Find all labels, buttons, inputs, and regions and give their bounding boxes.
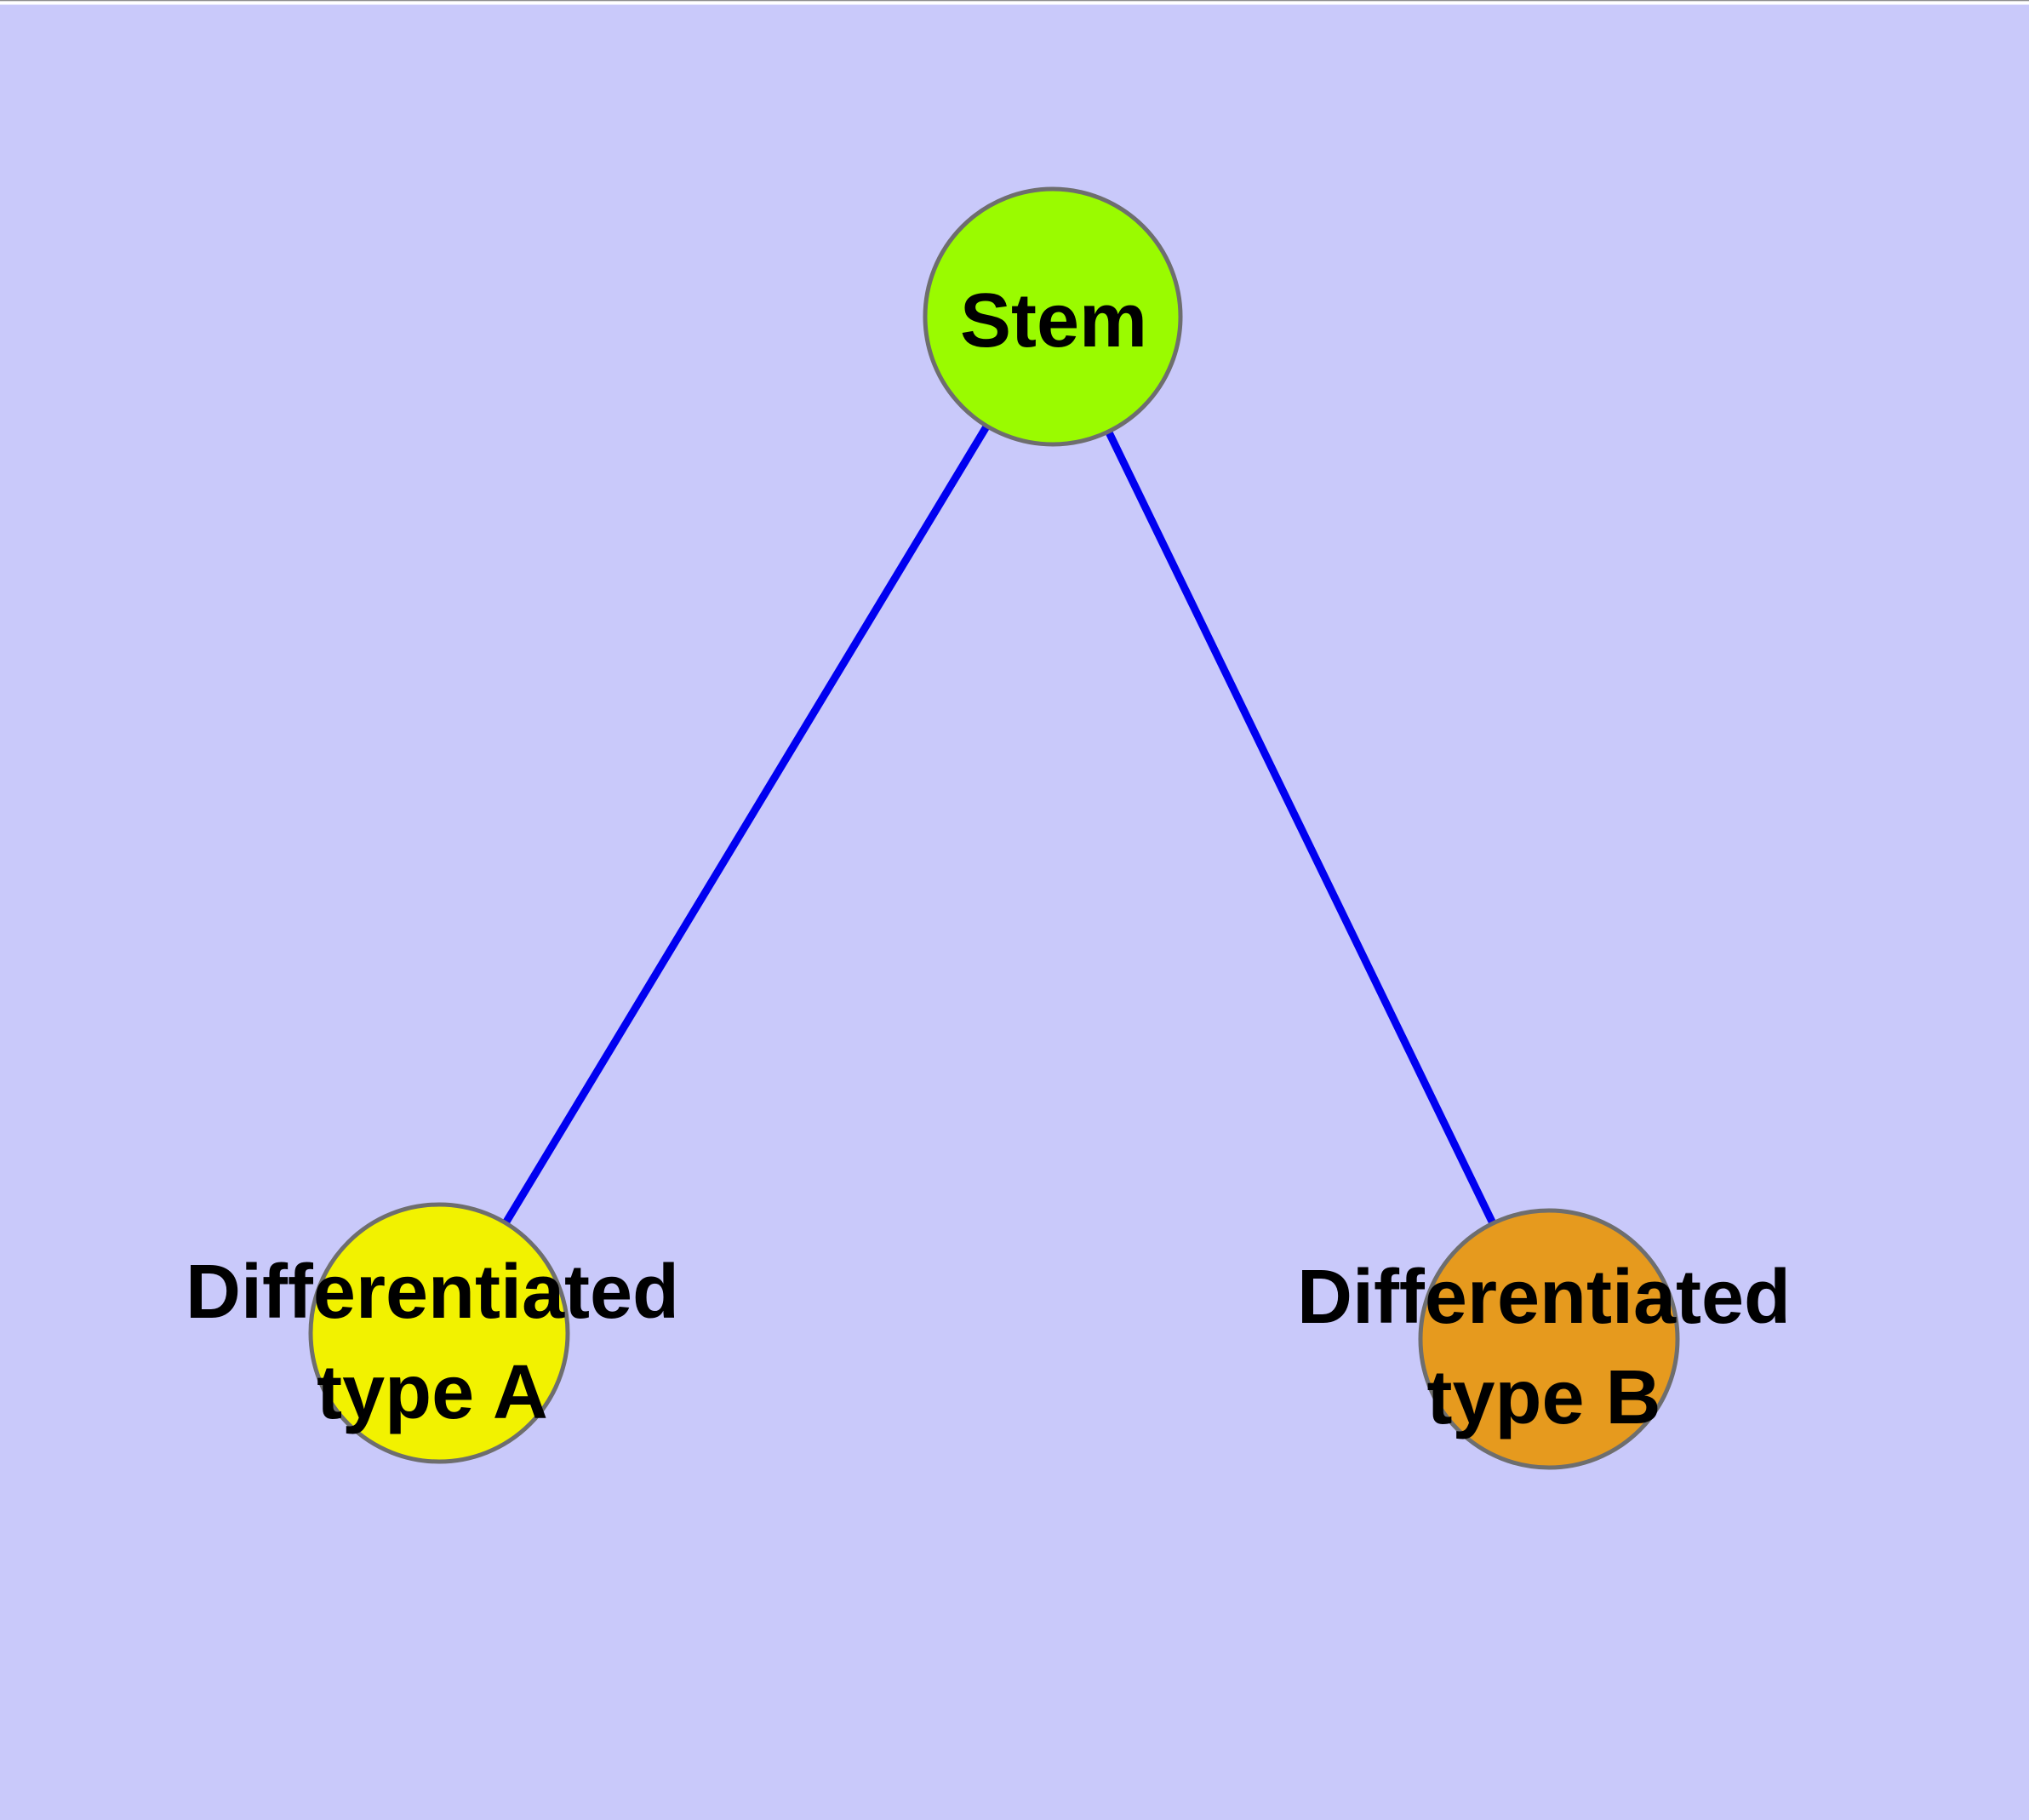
window-top-edge	[0, 0, 2029, 5]
window-top-hairline	[0, 0, 2029, 2]
edge-stem-to-type-b	[1049, 315, 1553, 1341]
node-stem	[923, 186, 1183, 447]
node-type-b-label-line1: Differentiated	[1297, 1255, 1791, 1340]
node-differentiated-type-b	[1418, 1208, 1680, 1470]
node-type-a-label-line1: Differentiated	[186, 1250, 679, 1335]
node-type-a-label-line2: type A	[317, 1350, 548, 1435]
node-type-b-label-line2: type B	[1426, 1355, 1660, 1440]
node-stem-label: Stem	[960, 278, 1147, 363]
edge-stem-to-type-a	[436, 314, 1056, 1336]
node-differentiated-type-a	[308, 1202, 570, 1464]
